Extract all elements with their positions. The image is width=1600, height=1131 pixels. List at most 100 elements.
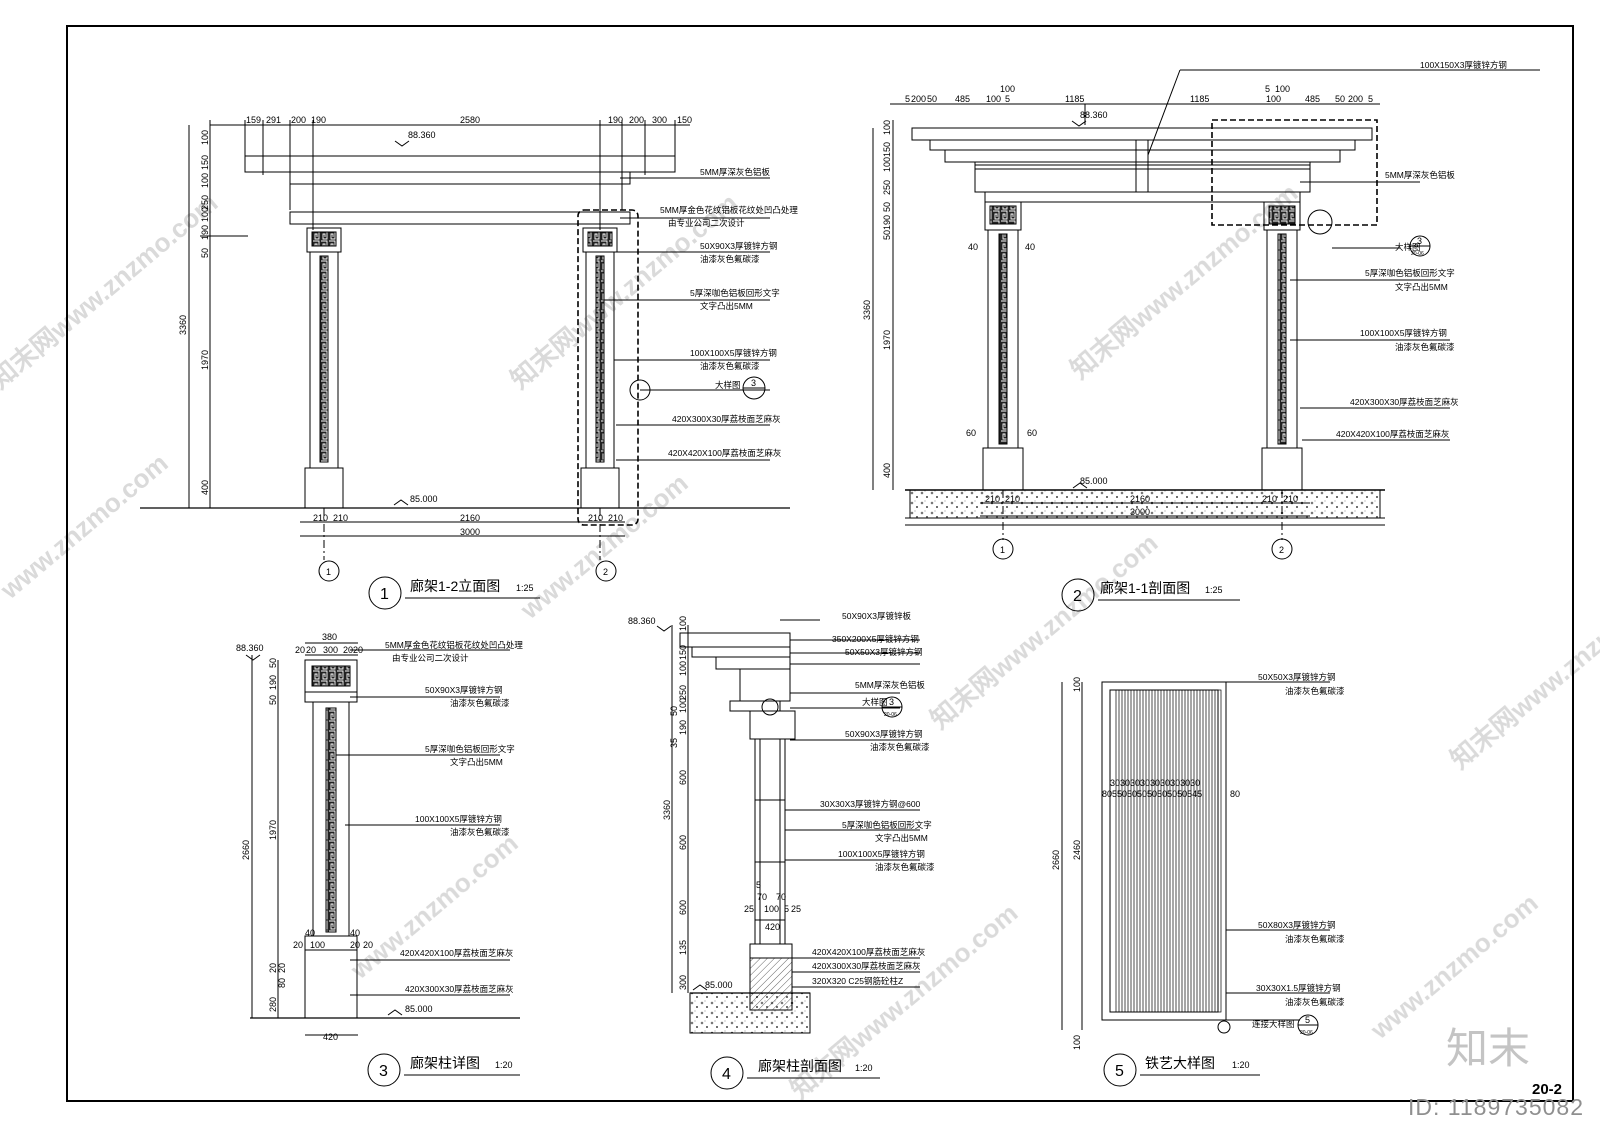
dim-label: 190 (311, 115, 326, 125)
dim-label: 50 (882, 230, 892, 240)
dim-label: 600 (678, 900, 688, 915)
note: 420X420X100厚荔枝面芝麻灰 (668, 448, 781, 458)
note: 油漆灰色氟碳漆 (700, 254, 760, 264)
dim-label: 210 (333, 513, 348, 523)
dim-label: 1185 (1065, 94, 1084, 104)
iron-bar (1151, 689, 1156, 1013)
dim-label: 420 (765, 922, 780, 932)
iron-bar (1133, 689, 1138, 1013)
view5-texts: 303030303030303030 80550505050505050545 … (1051, 672, 1345, 1080)
axis-label: 1 (1000, 545, 1005, 555)
note: 油漆灰色氟碳漆 (450, 827, 510, 837)
note: 100X100X5厚镀锌方钢 (415, 814, 502, 824)
note: 连接大样图 (1252, 1019, 1295, 1029)
brand-logo: 知末 (1445, 1024, 1530, 1073)
dim-label: 210 (313, 513, 328, 523)
dim-label: 50 (268, 658, 278, 668)
dim-label: 100 (200, 173, 210, 188)
view-scale: 1:20 (1232, 1060, 1250, 1070)
note: 420X300X30厚荔枝面芝麻灰 (812, 961, 921, 971)
dim-label: 20 (353, 645, 363, 655)
iron-bar (1139, 689, 1144, 1013)
dim-label: 80 (277, 978, 287, 988)
dim-label: 100 (764, 904, 779, 914)
dim-label: 40 (305, 928, 315, 938)
note: 由专业公司二次设计 (668, 218, 745, 228)
iron-bar (1115, 689, 1120, 1013)
dim-label: 159 (246, 115, 261, 125)
level-mark: 88.360 (628, 616, 656, 626)
note: 5厚深咖色铝板回形文字 (425, 744, 515, 754)
dim-label: 190 (268, 675, 278, 690)
dim-label: 100 (1275, 84, 1290, 94)
note: 5MM厚金色花纹铝板花纹处凹凸处理 (660, 205, 798, 215)
dim-label: 2160 (1130, 494, 1150, 504)
dim-label: 150 (677, 115, 692, 125)
view-title: 廊架柱剖面图 (758, 1058, 842, 1074)
detail-ref: 3 (751, 378, 756, 388)
note: 50X50X3厚镀锌方钢 (1258, 672, 1335, 682)
dim-label: 25 (744, 904, 754, 914)
iron-bar (1181, 689, 1186, 1013)
dim-label: 420 (323, 1032, 338, 1042)
note: 大样图 (715, 380, 741, 390)
dim-label: 190 (608, 115, 623, 125)
iron-bar (1145, 689, 1150, 1013)
dim-label: 400 (882, 463, 892, 478)
view2-section (872, 69, 1540, 612)
note: 420X420X100厚荔枝面芝麻灰 (1336, 429, 1449, 439)
note: 100X100X5厚镀锌方钢 (690, 348, 777, 358)
note: 油漆灰色氟碳漆 (875, 862, 935, 872)
view3-column-detail (245, 642, 520, 1087)
note: 420X300X30厚荔枝面芝麻灰 (1350, 397, 1459, 407)
page-code: 20-2 (1532, 1081, 1562, 1098)
note: 420X300X30厚荔枝面芝麻灰 (672, 414, 781, 424)
note: 油漆灰色氟碳漆 (870, 742, 930, 752)
view5-ironwork-detail (1061, 681, 1330, 1087)
iron-bar (1217, 689, 1222, 1013)
dim-label: 150 (882, 142, 892, 157)
iron-bar (1187, 689, 1192, 1013)
dim-label: 100 (882, 120, 892, 135)
iron-bar (1199, 689, 1204, 1013)
dim-label: 100 (1072, 1035, 1082, 1050)
dim-label: 40 (350, 928, 360, 938)
dim-label: 20 (306, 645, 316, 655)
note: 100X100X5厚镀锌方钢 (1360, 328, 1447, 338)
dim-label: 20 (277, 963, 287, 973)
note: 30X30X1.5厚镀锌方钢 (1256, 983, 1341, 993)
note: 30X30X3厚镀锌方钢@600 (820, 799, 921, 809)
note: 420X420X100厚荔枝面芝麻灰 (400, 948, 513, 958)
detail-sub: 20-06 (1300, 1030, 1313, 1036)
view-scale: 1:25 (1205, 585, 1223, 595)
detail-ref: 3 (889, 697, 894, 707)
detail-ref: 5 (1305, 1015, 1310, 1025)
view4-column-section (656, 619, 920, 1090)
view-title: 铁艺大样图 (1145, 1055, 1215, 1071)
iron-bar (1163, 689, 1168, 1013)
note: 5MM厚深灰色铝板 (700, 167, 770, 177)
dim-label: 2660 (241, 840, 251, 860)
note: 文字凸出5MM (1395, 282, 1448, 292)
dim-label: 280 (268, 997, 278, 1012)
dim-label: 50 (200, 248, 210, 258)
watermark: 知末网www.znzmo.com (925, 527, 1164, 734)
dim-label: 50 (268, 695, 278, 705)
level-mark: 88.360 (236, 643, 264, 653)
dim-label: 40 (1025, 242, 1035, 252)
note: 油漆灰色氟碳漆 (1285, 934, 1345, 944)
dim-label: 380 (322, 632, 337, 642)
dim-label: 50 (882, 202, 892, 212)
dim-label: 303030303030303030 (1110, 778, 1200, 788)
dim-label: 200 (629, 115, 644, 125)
dim-label: 80550505050505050545 (1102, 789, 1202, 799)
dim-label: 50 (669, 706, 679, 716)
dim-label: 5 (1005, 94, 1010, 104)
detail-sub: 20-06 (884, 712, 897, 718)
dim-label: 150 (200, 155, 210, 170)
dim-label: 100 (986, 94, 1001, 104)
view2-texts: 5 200 50 485 100 5 100 1185 1185 5 100 1… (862, 60, 1507, 605)
dim-label: 70 (776, 892, 786, 902)
note: 油漆灰色氟碳漆 (1285, 997, 1345, 1007)
